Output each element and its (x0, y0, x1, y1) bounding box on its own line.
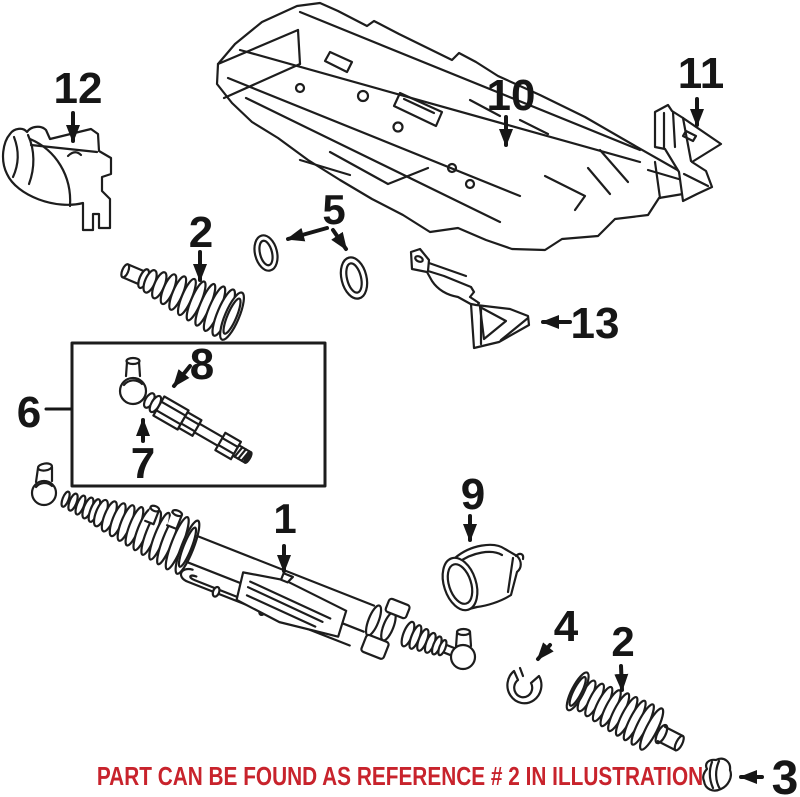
arrow-8 (172, 364, 192, 388)
arrow-2-lower (614, 664, 629, 692)
callout-label-9: 9 (461, 470, 485, 519)
callout-label-8: 8 (190, 340, 214, 389)
part-7-8-tie-rod-drawing (118, 356, 253, 464)
callout-label-11: 11 (678, 49, 725, 98)
part-9-funnel-boot-drawing (441, 543, 525, 612)
callout-label-3: 3 (772, 752, 799, 797)
part-12-bracket-drawing (1, 125, 113, 232)
callout-label-2-upper: 2 (189, 208, 213, 257)
callout-label-1: 1 (273, 495, 296, 542)
part-2-upper-bellows-drawing (120, 263, 245, 341)
callout-label-12: 12 (54, 64, 103, 113)
part-5-oring-right-drawing (339, 256, 369, 300)
arrow-5-left (286, 226, 329, 242)
reference-caption: PART CAN BE FOUND AS REFERENCE # 2 IN IL… (96, 761, 704, 791)
callout-arrows (44, 97, 764, 784)
part-10-cowl-panel-drawing (215, 1, 690, 252)
arrow-4 (536, 642, 554, 661)
part-13-bracket-drawing (409, 247, 531, 350)
callout-label-4: 4 (554, 602, 579, 651)
part-1-steering-rack-drawing (30, 462, 477, 671)
callout-label-7: 7 (131, 439, 155, 488)
callout-label-13: 13 (571, 299, 620, 348)
callout-label-10: 10 (487, 71, 536, 120)
callout-label-6: 6 (17, 388, 41, 437)
callout-label-5: 5 (322, 186, 345, 233)
part-5-oring-left-drawing (253, 234, 279, 272)
callout-labels: 12 10 11 2 5 13 6 8 7 1 9 4 2 3 (17, 49, 799, 797)
part-11-bracket-drawing (653, 103, 723, 203)
part-2-lower-bellows-drawing (565, 671, 685, 752)
detail-box (70, 341, 327, 488)
part-3-nut-drawing (702, 757, 732, 792)
callout-label-2-lower: 2 (611, 618, 634, 665)
arrow-5-right (331, 228, 348, 251)
part-4-clamp-drawing (506, 666, 543, 705)
